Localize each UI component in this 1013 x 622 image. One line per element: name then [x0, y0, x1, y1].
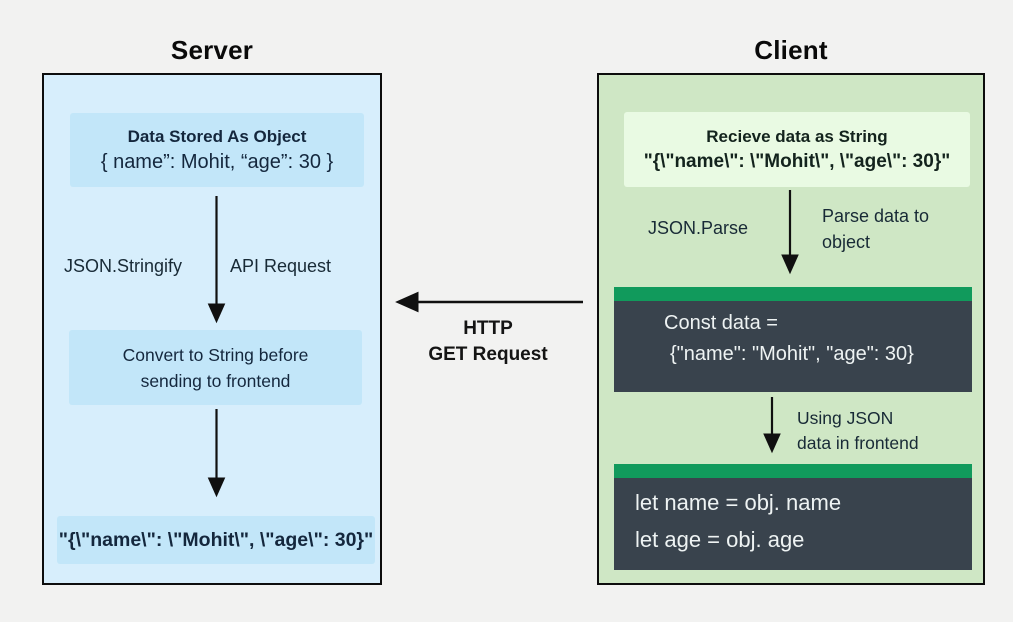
- server-convert-box: Convert to String before sending to fron…: [69, 330, 362, 405]
- server-object-box: Data Stored As Object { name”: Mohit, “a…: [70, 113, 364, 187]
- server-object-box-title: Data Stored As Object: [127, 126, 307, 146]
- code-box-accent-bar: [614, 287, 972, 301]
- server-panel: Data Stored As Object { name”: Mohit, “a…: [42, 73, 382, 585]
- server-title: Server: [170, 35, 254, 65]
- const-code-line2: {"name": "Mohit", "age": 30}: [670, 343, 914, 365]
- server-string-box: "{\"name\": \"Mohit\", \"age\": 30}": [57, 516, 375, 564]
- client-const-code-box: Const data = {"name": "Mohit", "age": 30…: [614, 287, 972, 392]
- code-box-accent-bar: [614, 464, 972, 478]
- parse-note-line2: object: [822, 232, 871, 252]
- api-request-label: API Request: [230, 256, 332, 276]
- server-object-box-code: { name”: Mohit, “age”: 30 }: [100, 150, 334, 173]
- client-receive-box-code: "{\"name\": \"Mohit\", \"age\": 30}": [643, 150, 951, 172]
- client-title: Client: [754, 35, 828, 65]
- server-convert-box-line2: sending to frontend: [140, 370, 291, 391]
- let-code-line2: let age = obj. age: [635, 527, 805, 552]
- client-receive-box-title: Recieve data as String: [706, 126, 888, 146]
- json-parse-label: JSON.Parse: [648, 218, 749, 238]
- json-stringify-label: JSON.Stringify: [64, 256, 183, 276]
- parse-note: Parse data to object: [822, 203, 929, 255]
- using-json-note: Using JSON data in frontend: [797, 406, 919, 456]
- client-let-code-box: let name = obj. name let age = obj. age: [614, 464, 972, 570]
- http-label-line1: HTTP: [463, 318, 513, 339]
- http-get-request-label: HTTP GET Request: [407, 316, 569, 368]
- const-code-line1: Const data =: [664, 312, 778, 334]
- client-receive-box: Recieve data as String "{\"name\": \"Moh…: [624, 112, 970, 187]
- server-convert-box-line1: Convert to String before: [122, 344, 309, 365]
- using-json-note-line1: Using JSON: [797, 408, 894, 428]
- parse-note-line1: Parse data to: [822, 206, 930, 226]
- let-code-line1: let name = obj. name: [635, 490, 842, 515]
- http-label-line2: GET Request: [428, 344, 548, 365]
- client-panel: Recieve data as String "{\"name\": \"Moh…: [597, 73, 985, 585]
- using-json-note-line2: data in frontend: [797, 433, 919, 453]
